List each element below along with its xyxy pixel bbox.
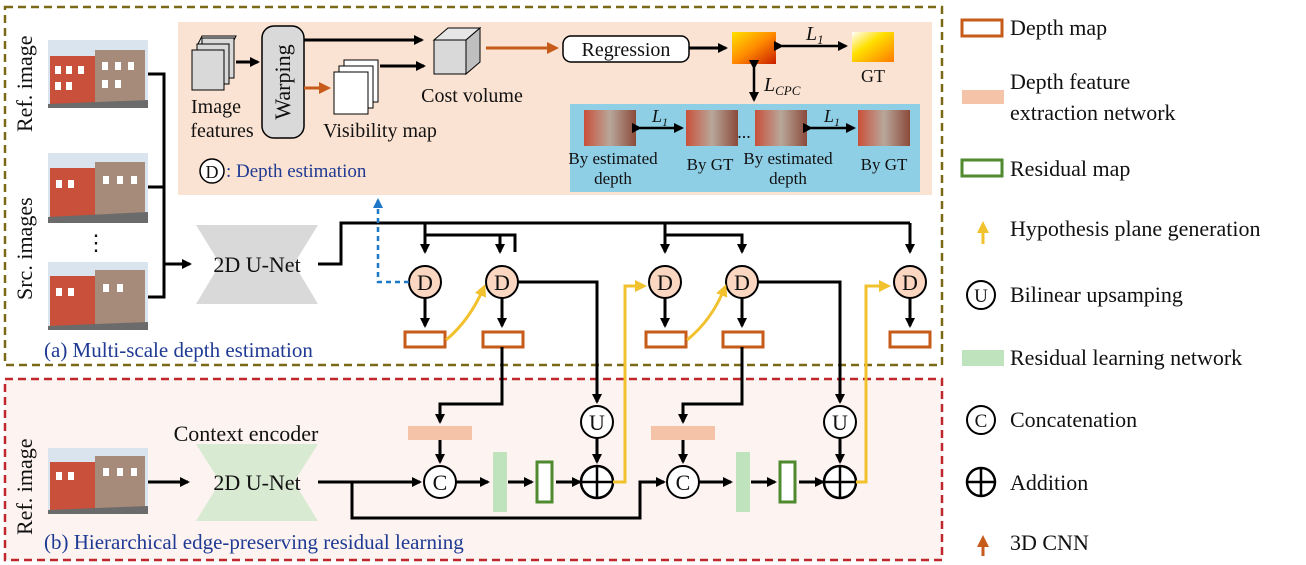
legend-concat: Concatenation (1010, 407, 1137, 432)
warp-gt-2 (858, 110, 910, 146)
unet-top: 2D U-Net (196, 225, 318, 304)
dashed-link (373, 198, 409, 284)
gt-label-2: By GT (861, 155, 908, 174)
caption-a: (a) Multi-scale depth estimation (44, 338, 313, 362)
ref-image-thumb-bottom (48, 448, 148, 514)
svg-text:Warping: Warping (270, 44, 295, 119)
est-label-2a: By estimated (743, 149, 833, 168)
ref-image-thumb (48, 40, 148, 108)
cost-volume-cube (432, 26, 482, 76)
gt-label-1: By GT (687, 155, 734, 174)
depth-to-feature (435, 347, 744, 464)
upsample-lines (518, 280, 845, 464)
warped-images (584, 110, 910, 146)
legend-bilinear: Bilinear upsamping (1010, 282, 1183, 307)
residual-map-1 (535, 460, 554, 504)
warping-box: Warping (261, 25, 305, 139)
legend-depth-map: Depth map (1010, 15, 1107, 40)
inset-d-legend: : Depth estimation (226, 161, 367, 182)
regression-box: Regression (562, 35, 690, 63)
svg-text:C: C (975, 411, 988, 432)
image-features-label-2: features (190, 120, 254, 142)
d-to-depth (420, 298, 915, 328)
visibility-label: Visibility map (323, 120, 437, 142)
context-encoder-label: Context encoder (174, 421, 319, 446)
svg-text:Regression: Regression (582, 39, 671, 61)
warp-est-2 (755, 110, 807, 146)
legend-feature-1: Depth feature (1010, 69, 1130, 94)
depth-maps (403, 330, 932, 349)
src-dots: ⋮ (85, 230, 107, 255)
warp-gt-1 (686, 110, 738, 146)
src-image-thumb-1 (48, 153, 148, 223)
add-node-2 (822, 464, 858, 500)
legend-residual-map-swatch (960, 158, 1004, 178)
l1-label-a: L1 (651, 106, 668, 129)
legend-addition-icon (965, 466, 997, 498)
context-lines (318, 477, 666, 520)
residual-net-1 (493, 452, 507, 512)
est-label-2b: depth (769, 169, 807, 188)
legend-residual-net: Residual learning network (1010, 345, 1242, 370)
image-features-label-1: Image (191, 96, 241, 118)
cost-volume-label: Cost volume (421, 85, 523, 107)
hypothesis-arrows-bottom (613, 280, 891, 484)
image-features-stack (191, 35, 237, 91)
panel-ellipsis: ... (737, 122, 751, 142)
caption-b: (b) Hierarchical edge-preserving residua… (44, 530, 464, 554)
gt-img (852, 32, 894, 62)
side-label-src: Src. images (12, 197, 37, 300)
input-connectors (148, 72, 192, 299)
legend-residual-map: Residual map (1010, 156, 1130, 181)
warp-est-1 (584, 110, 636, 146)
legend-residual-net-swatch (962, 350, 1004, 366)
svg-text:D: D (417, 270, 433, 295)
legend: Depth map Depth feature extraction netwo… (960, 15, 1261, 556)
feature-net-2 (651, 426, 715, 440)
svg-text:D: D (206, 162, 219, 182)
feature-bus (318, 221, 915, 266)
svg-text:U: U (589, 410, 605, 435)
visibility-stack (333, 59, 379, 115)
legend-feature-swatch (962, 90, 1004, 104)
svg-text:C: C (676, 470, 691, 495)
svg-text:U: U (974, 286, 988, 307)
src-image-thumb-2 (48, 262, 148, 330)
est-label-1b: depth (594, 169, 632, 188)
l1-label-top: L1 (805, 23, 824, 47)
side-label-ref-bottom: Ref. image (12, 438, 37, 535)
gt-label: GT (861, 66, 885, 86)
depth-estimate-img (732, 32, 776, 64)
est-label-1a: By estimated (568, 149, 658, 168)
svg-text:C: C (433, 470, 448, 495)
svg-text:D: D (657, 270, 673, 295)
svg-text:2D U-Net: 2D U-Net (213, 470, 300, 495)
svg-text:D: D (734, 270, 750, 295)
legend-hypothesis: Hypothesis plane generation (1010, 216, 1261, 241)
svg-text:U: U (832, 410, 848, 435)
depth-nodes: D D D D D (408, 265, 927, 299)
residual-map-2 (778, 460, 797, 504)
legend-3dcnn: 3D CNN (1010, 530, 1089, 555)
svg-text:D: D (494, 270, 510, 295)
hypothesis-arrows-top (445, 284, 728, 342)
feature-net-1 (408, 426, 472, 440)
legend-upsample-icon (966, 280, 996, 310)
lcpc-label: LCPC (763, 74, 801, 98)
unet-bottom: 2D U-Net (196, 444, 318, 521)
legend-concat-icon (966, 405, 996, 435)
inset-d-symbol (199, 158, 225, 184)
l1-label-b: L1 (823, 106, 840, 129)
residual-net-2 (736, 452, 750, 512)
legend-depth-map-swatch (960, 18, 1004, 38)
legend-addition: Addition (1010, 470, 1088, 495)
svg-text:D: D (902, 270, 918, 295)
svg-text:2D U-Net: 2D U-Net (213, 252, 300, 277)
legend-feature-2: extraction network (1010, 100, 1176, 125)
side-label-ref: Ref. image (12, 35, 37, 132)
add-node-1 (579, 464, 615, 500)
